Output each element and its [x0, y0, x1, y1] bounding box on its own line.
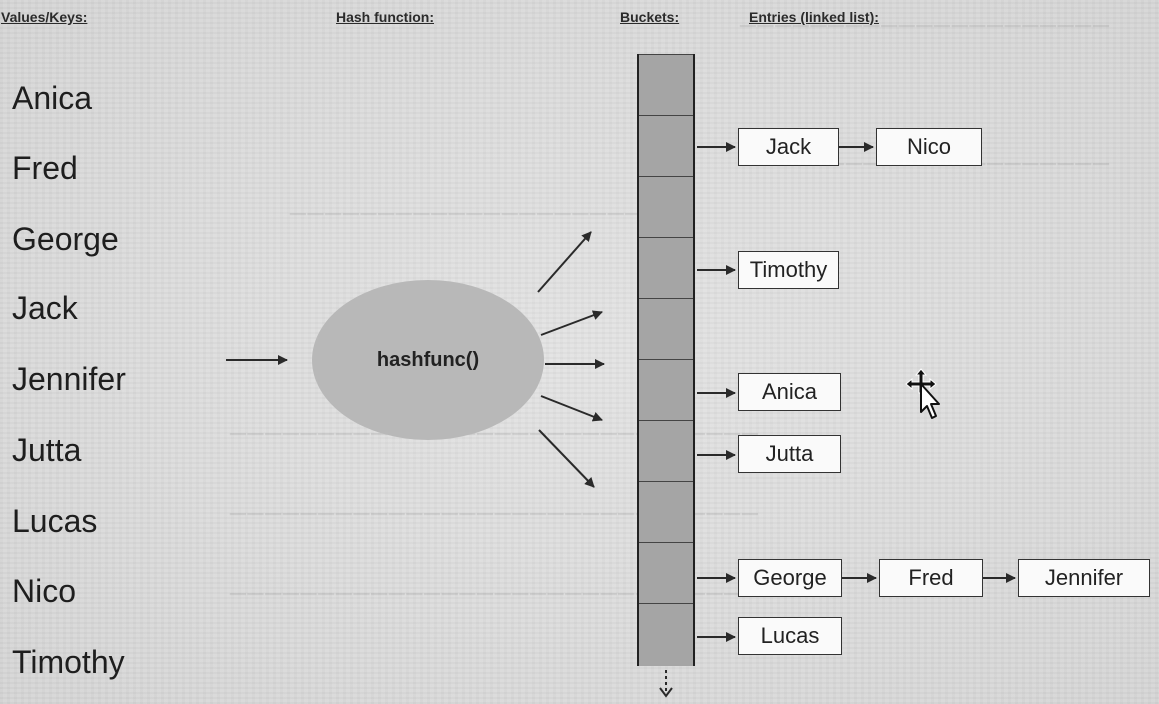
entry-node: George [738, 559, 842, 597]
key-item: Jutta [12, 432, 82, 468]
bucket-cell [639, 603, 693, 664]
key-item: Jack [12, 290, 78, 326]
key-item: George [12, 221, 119, 257]
entry-node: Jutta [738, 435, 841, 473]
key-item: Fred [12, 150, 78, 186]
key-item: Jennifer [12, 361, 126, 397]
bleed-through-text: ───────────────────── [740, 12, 1111, 42]
bucket-cell [639, 420, 693, 481]
move-cursor-icon [905, 368, 940, 419]
header-values-keys: Values/Keys: [1, 9, 88, 25]
bucket-cell [639, 359, 693, 420]
entry-node: Fred [879, 559, 983, 597]
entry-node: Anica [738, 373, 841, 411]
bucket-cell [639, 176, 693, 237]
bucket-cell [639, 115, 693, 176]
key-item: Lucas [12, 503, 98, 539]
bucket-cell [639, 481, 693, 542]
hash-function-label: hashfunc() [376, 348, 480, 371]
hash-function-oval: hashfunc() [312, 280, 544, 440]
header-buckets: Buckets: [620, 9, 680, 25]
bucket-array [637, 54, 695, 666]
entry-node: Jack [738, 128, 839, 166]
bucket-cell [639, 542, 693, 603]
entry-node: Lucas [738, 617, 842, 655]
entry-node: Jennifer [1018, 559, 1150, 597]
header-entries: Entries (linked list): [749, 9, 879, 25]
header-hash-function: Hash function: [336, 9, 434, 25]
bucket-cell [639, 237, 693, 298]
entry-node: Nico [876, 128, 982, 166]
key-item: Anica [12, 80, 93, 116]
entry-node: Timothy [738, 251, 839, 289]
bucket-cell [639, 54, 693, 115]
key-item: Nico [12, 573, 77, 609]
key-item: Timothy [12, 644, 125, 680]
bleed-through-text: ────────────────────── [290, 200, 679, 230]
bucket-cell [639, 298, 693, 359]
